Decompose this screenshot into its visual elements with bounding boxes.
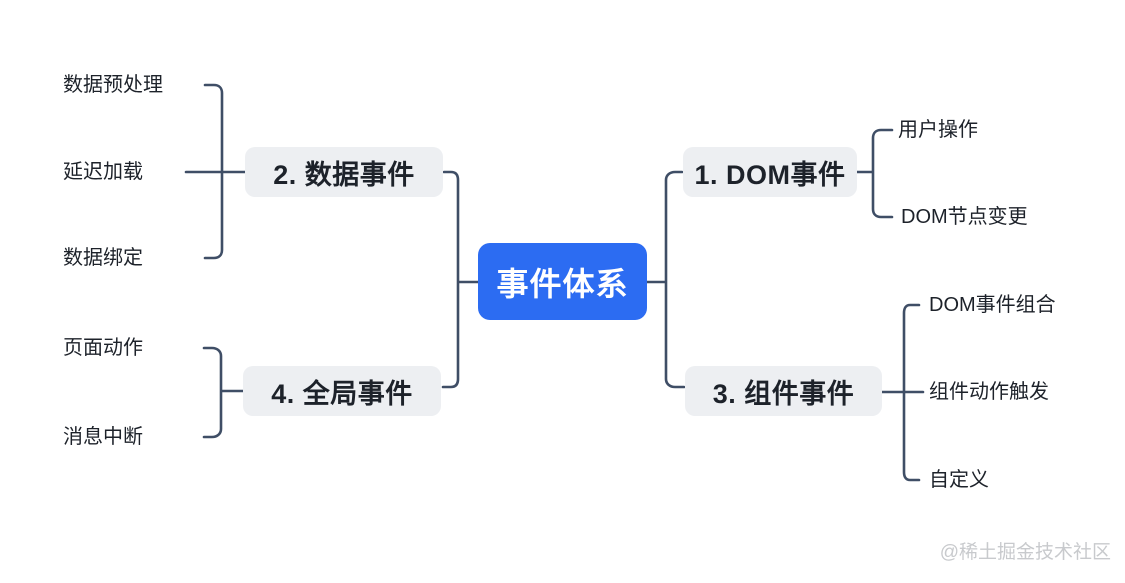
branch-node-dom-events[interactable]: 1. DOM事件 (683, 147, 857, 197)
child-label-dom-node-change[interactable]: DOM节点变更 (901, 206, 1028, 228)
watermark-juejin-community: @稀土掘金技术社区 (939, 542, 1111, 563)
root-node-event-system[interactable]: 事件体系 (478, 243, 647, 320)
child-label-data-binding[interactable]: 数据绑定 (63, 247, 143, 269)
connector-data-events-children (184, 83, 247, 260)
child-label-page-action[interactable]: 页面动作 (63, 337, 143, 359)
child-label-component-action-trigger[interactable]: 组件动作触发 (929, 381, 1049, 403)
child-label-custom[interactable]: 自定义 (929, 469, 989, 491)
branch-node-data-events[interactable]: 2. 数据事件 (245, 147, 443, 197)
connector-dom-events-children (855, 128, 894, 219)
child-label-lazy-loading[interactable]: 延迟加载 (63, 161, 143, 183)
child-label-data-preprocessing[interactable]: 数据预处理 (63, 74, 163, 96)
connector-root-to-right-branches (645, 170, 686, 389)
child-label-user-operation[interactable]: 用户操作 (898, 119, 978, 141)
branch-node-component-events[interactable]: 3. 组件事件 (685, 366, 882, 416)
child-label-dom-event-combination[interactable]: DOM事件组合 (929, 294, 1056, 316)
branch-node-global-events[interactable]: 4. 全局事件 (243, 366, 441, 416)
connector-global-events-children (202, 346, 245, 439)
connector-component-events-children (880, 303, 925, 482)
child-label-message-interrupt[interactable]: 消息中断 (63, 426, 143, 448)
connector-root-to-left-branches (441, 170, 480, 389)
